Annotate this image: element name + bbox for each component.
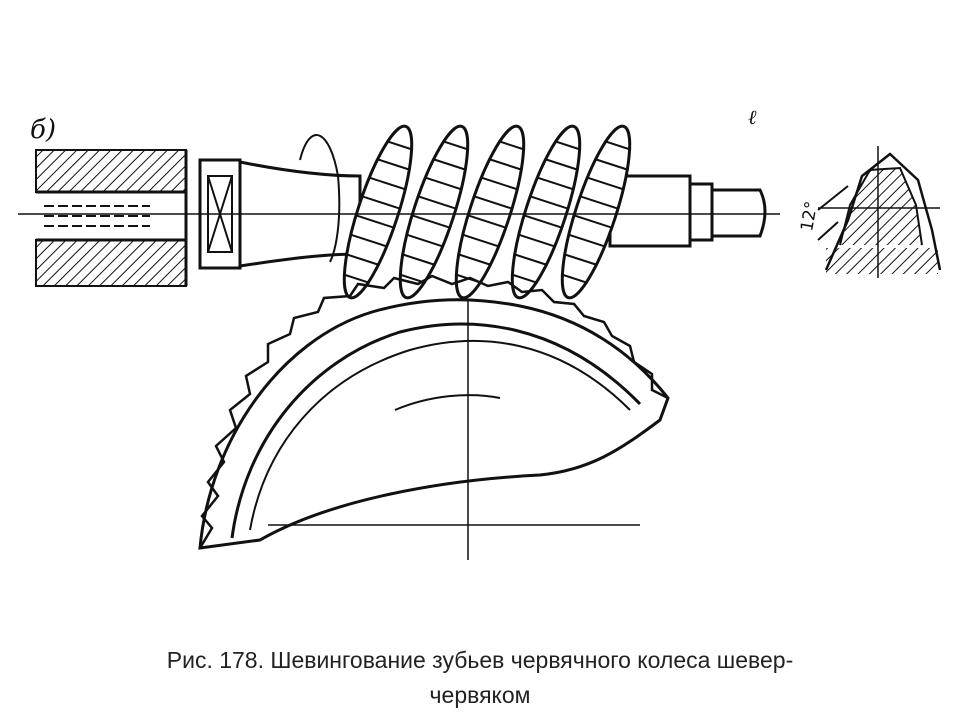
shaving-worm: [342, 124, 632, 300]
view-label: б): [30, 115, 56, 145]
tooth-profile-detail: [817, 146, 942, 278]
machine-chuck: [35, 149, 188, 287]
worm-wheel: [198, 274, 670, 560]
caption-line-1: Рис. 178. Шевингование зубьев червячного…: [166, 647, 794, 673]
figure-caption: Рис. 178. Шевингование зубьев червячного…: [20, 643, 940, 713]
caption-line-2: червяком: [429, 682, 531, 708]
arbor-shaft: [198, 134, 767, 270]
angle-label: 12°: [797, 200, 822, 233]
corner-mark: ℓ: [748, 105, 757, 129]
